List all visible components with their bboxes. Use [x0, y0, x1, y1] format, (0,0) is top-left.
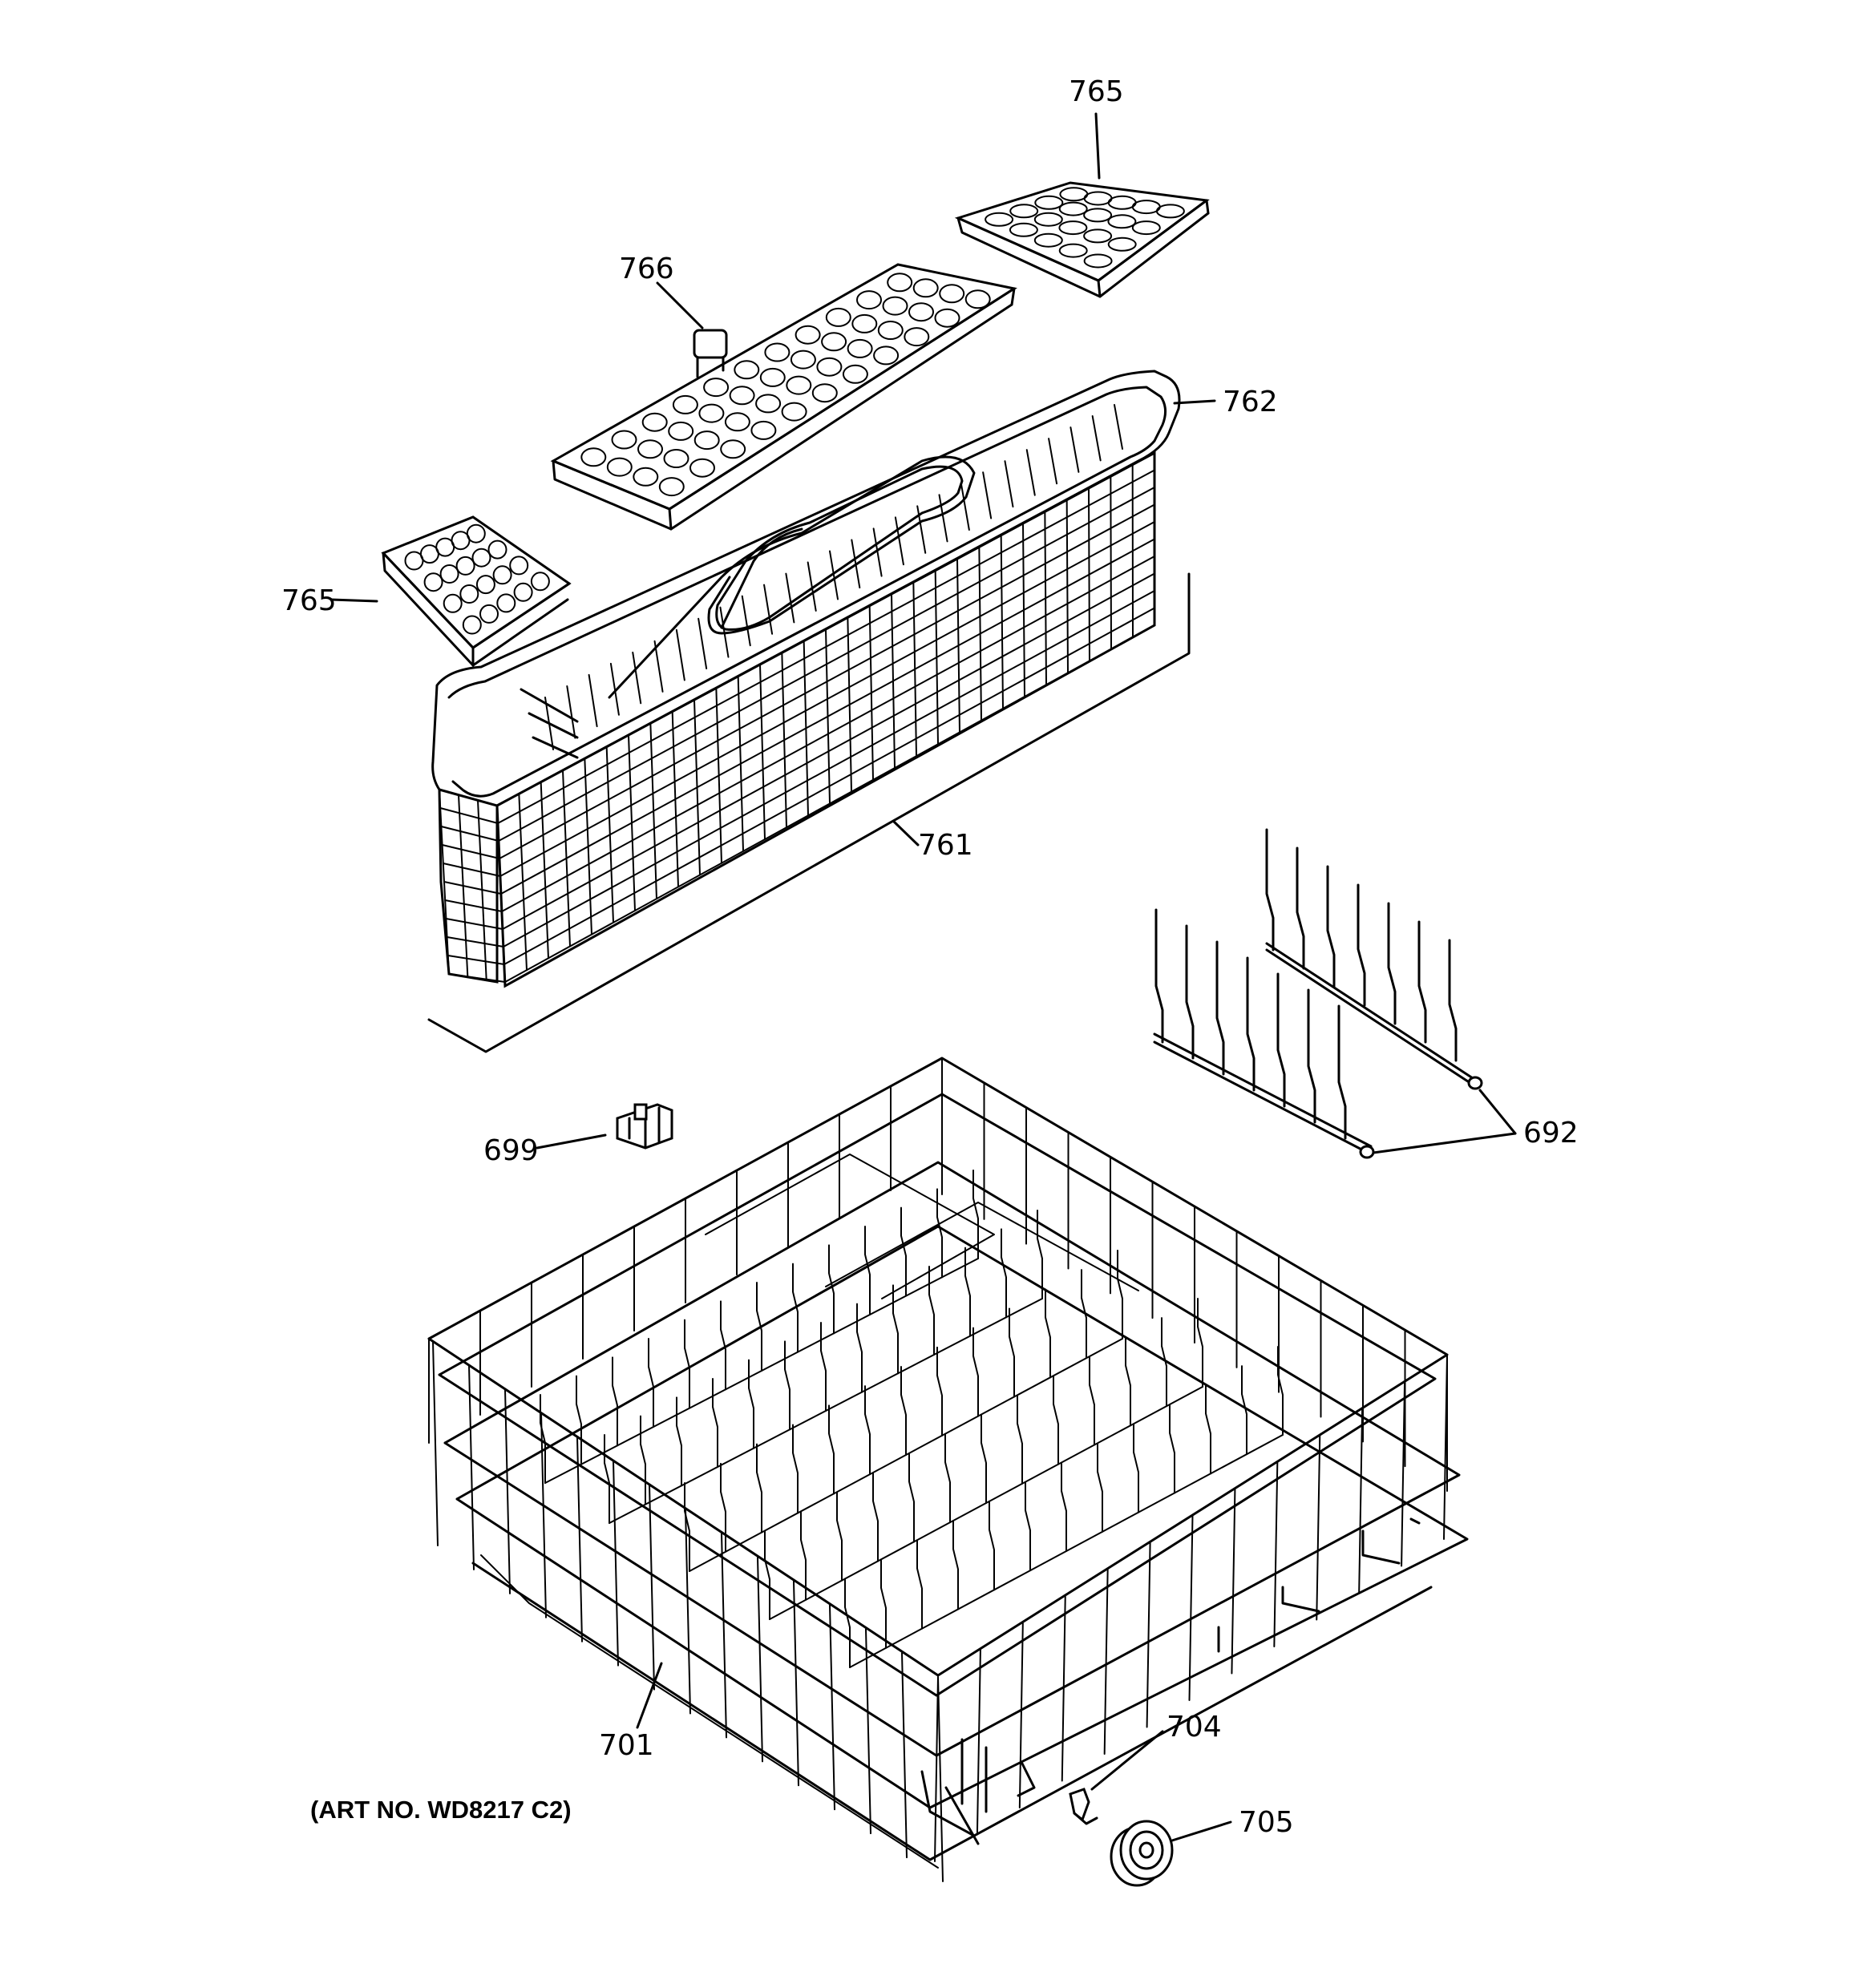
part-699-clip [617, 1105, 672, 1148]
callout-692: 692 [1523, 1119, 1579, 1148]
callout-765-left: 765 [281, 587, 337, 616]
callout-704: 704 [1167, 1713, 1222, 1742]
art-number: (ART NO. WD8217 C2) [310, 1796, 572, 1824]
part-761-silverware-basket [429, 371, 1189, 1052]
callout-699: 699 [483, 1137, 539, 1166]
callout-761: 761 [918, 831, 973, 860]
callout-762: 762 [1223, 388, 1278, 417]
part-692-tine-rows [1154, 830, 1482, 1158]
callout-766: 766 [619, 255, 674, 284]
callout-705: 705 [1239, 1808, 1294, 1837]
part-705-wheel [1111, 1821, 1172, 1885]
callout-701: 701 [599, 1731, 654, 1760]
part-704-bracket [1070, 1789, 1097, 1824]
part-701-lower-rack [429, 1058, 1467, 1881]
callout-765-top: 765 [1069, 78, 1124, 107]
part-765-top-cover [958, 183, 1208, 297]
